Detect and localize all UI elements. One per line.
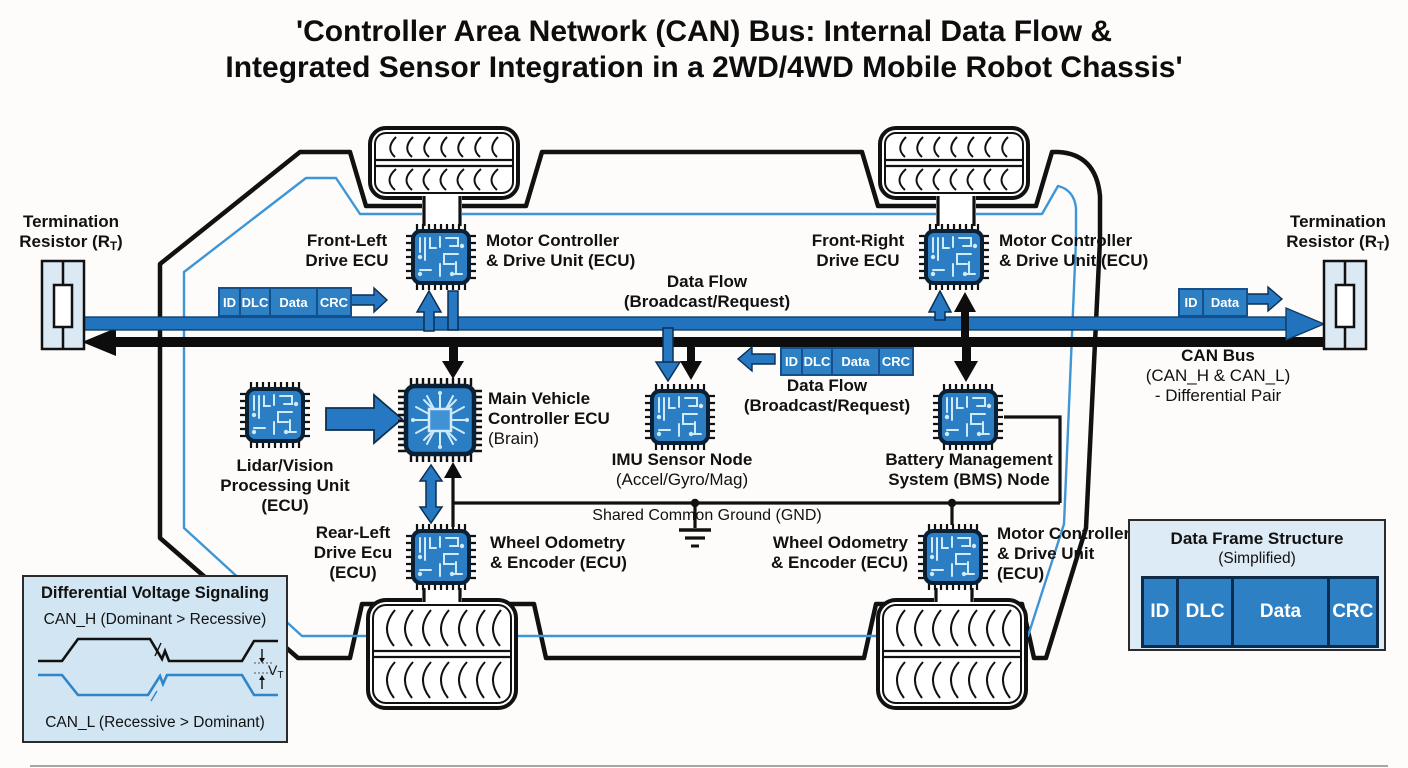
frame-cell-crc: CRC [318, 289, 350, 315]
vt-threshold-marks [254, 649, 274, 689]
bus-right-arrowhead [1285, 307, 1326, 341]
frame-cell-data: Data [833, 349, 880, 374]
signaling-inset-title: Differential Voltage Signaling [41, 584, 269, 602]
chip-rear-right-ecu [916, 522, 990, 592]
vt-label: VT [268, 662, 283, 681]
arrow-bus-to-bms [954, 347, 978, 382]
termination-resistor-left-label: Termination Resistor (RT) [19, 212, 123, 254]
differential-signaling-inset: Differential Voltage Signaling CAN_H (Do… [22, 575, 288, 743]
chip-rear-left-ecu [404, 522, 478, 592]
frame-structure-row: ID DLC Data CRC [1141, 576, 1379, 648]
can-bus-label: CAN Bus (CAN_H & CAN_L) - Differential P… [1145, 346, 1291, 406]
bus-left-arrowhead [82, 328, 116, 356]
frame-inset-title: Data Frame Structure [1170, 529, 1344, 548]
axle-bracket-rear-left [422, 588, 462, 602]
termination-resistor-right-label: Termination Resistor (RT) [1286, 212, 1390, 254]
termination-resistor-left-symbol [40, 259, 86, 351]
arrow-bus-to-front-right-black [954, 292, 976, 338]
node-connectors [325, 289, 978, 525]
line-front-left-down [447, 290, 459, 331]
arrow-bus-to-imu-blue [654, 327, 682, 383]
arrow-bus-to-front-left [415, 289, 443, 332]
chip-front-right-ecu [917, 222, 991, 292]
ground-network [451, 415, 1062, 528]
imu-label: IMU Sensor Node(Accel/Gyro/Mag) [611, 450, 753, 490]
can-l-waveform [38, 673, 278, 697]
wheel-rear-left [366, 598, 518, 710]
arrow-bus-to-imu-black [680, 347, 702, 380]
chip-main-vehicle-controller [398, 378, 482, 462]
wheel-front-left [368, 126, 520, 200]
can-frame-right: ID Data [1178, 288, 1248, 317]
page-title: 'Controller Area Network (CAN) Bus: Inte… [0, 14, 1408, 86]
termination-resistor-right-symbol [1322, 259, 1368, 351]
arrow-bus-to-main-ecu [442, 347, 464, 379]
title-line-1: 'Controller Area Network (CAN) Bus: Inte… [295, 15, 1113, 48]
scan-edge-artifact [30, 765, 1388, 767]
arrow-frame-mid [736, 345, 776, 373]
rear-right-motor-label: Motor Controller& Drive Unit(ECU) [997, 524, 1131, 584]
shared-ground-label: Shared Common Ground (GND) [592, 507, 822, 524]
frame-cell-id: ID [1144, 579, 1179, 645]
data-flow-top-label: Data Flow(Broadcast/Request) [623, 272, 791, 312]
frame-cell-data: Data [1234, 579, 1330, 645]
arrow-frame-left [347, 286, 389, 314]
wheel-rear-right [876, 598, 1028, 710]
can-bus-black-line [82, 328, 1328, 356]
wheel-front-right [878, 126, 1030, 200]
can-frame-mid: ID DLC Data CRC [780, 347, 914, 376]
ground-junction-dot-2 [947, 498, 957, 508]
chip-bms [931, 382, 1005, 452]
axle-bracket-rear-right [934, 588, 974, 602]
chip-lidar-vision [238, 380, 312, 450]
ground-junction-dot-1 [690, 498, 700, 508]
can-l-label: CAN_L (Recessive > Dominant) [45, 714, 265, 731]
frame-cell-id: ID [220, 289, 241, 315]
frame-cell-data: Data [1204, 290, 1246, 315]
can-h-label: CAN_H (Dominant > Recessive) [43, 611, 267, 628]
frame-cell-id: ID [1180, 290, 1204, 315]
frame-cell-dlc: DLC [1178, 579, 1235, 645]
frame-cell-dlc: DLC [803, 349, 833, 374]
axle-bracket-front-right [936, 196, 976, 226]
data-frame-structure-inset: Data Frame Structure (Simplified) ID DLC… [1128, 519, 1386, 651]
voltage-waveform: VT [38, 637, 283, 702]
frame-cell-crc: CRC [880, 349, 912, 374]
arrow-bus-to-front-right-blue [927, 289, 953, 321]
can-h-glitch-mark [154, 642, 162, 657]
arrow-ground-to-main-ecu [444, 462, 462, 478]
frame-inset-subtitle: (Simplified) [1218, 550, 1296, 567]
title-line-2: Integrated Sensor Integration in a 2WD/4… [225, 51, 1183, 84]
front-left-motor-label: Motor Controller& Drive Unit (ECU) [486, 231, 636, 271]
frame-cell-id: ID [782, 349, 803, 374]
front-right-motor-label: Motor Controller& Drive Unit (ECU) [999, 231, 1149, 271]
can-h-waveform [38, 637, 278, 663]
chassis-outline-inner-blue [182, 176, 1078, 638]
data-flow-mid-label: Data Flow(Broadcast/Request) [743, 376, 911, 416]
arrow-main-rear-left-bidirectional [418, 463, 444, 525]
frame-cell-dlc: DLC [241, 289, 271, 315]
frame-cell-crc: CRC [1329, 579, 1376, 645]
can-frame-left: ID DLC Data CRC [218, 287, 352, 317]
arrow-lidar-to-main [325, 393, 404, 445]
can-l-glitch-mark [150, 690, 158, 702]
rear-left-odometry-label: Wheel Odometry& Encoder (ECU) [490, 533, 627, 573]
ground-symbol-icon [679, 528, 711, 548]
rear-right-odometry-label: Wheel Odometry& Encoder (ECU) [771, 533, 908, 573]
chip-front-left-ecu [404, 222, 478, 292]
chassis-outline-black [157, 149, 1103, 661]
arrow-frame-right [1245, 285, 1284, 313]
axle-bracket-front-left [422, 196, 462, 226]
frame-cell-data: Data [271, 289, 318, 315]
